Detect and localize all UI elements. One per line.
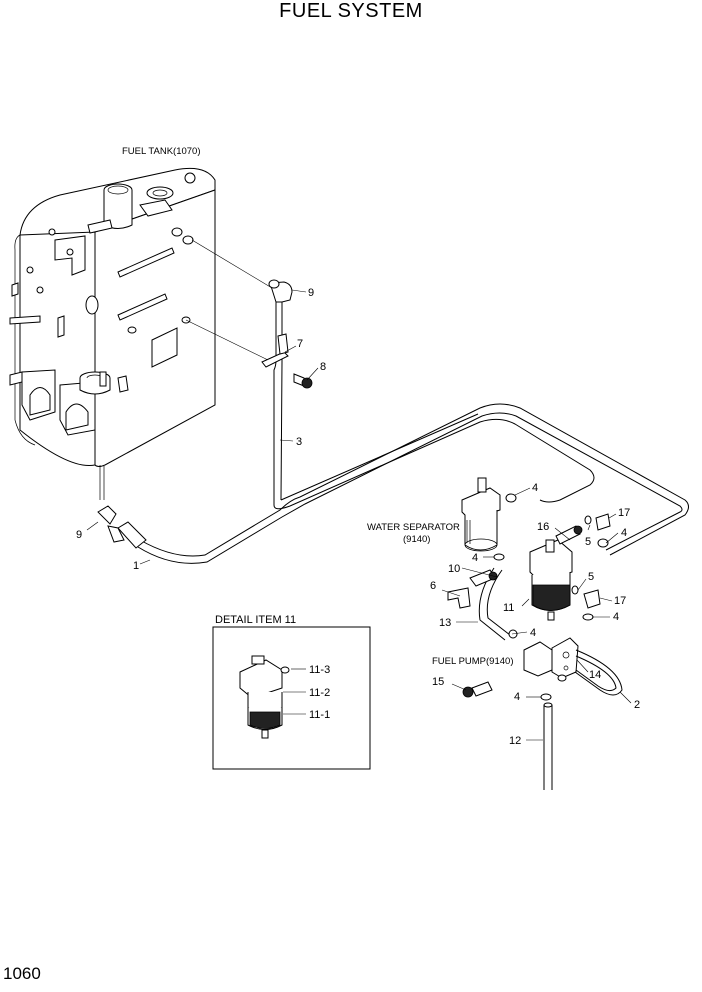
page-number: 1060 xyxy=(3,964,41,983)
callout-4-b: 4 xyxy=(472,552,478,564)
callout-1: 1 xyxy=(133,560,139,572)
callout-15: 15 xyxy=(432,676,444,688)
callout-4-d: 4 xyxy=(621,527,627,539)
fuel-pump xyxy=(462,637,623,701)
callout-8: 8 xyxy=(320,361,326,373)
fuel-pump-label: FUEL PUMP(9140) xyxy=(432,656,513,667)
callout-9-lower: 9 xyxy=(76,529,82,541)
fuel-lines xyxy=(97,403,689,564)
water-separator-ref-label: (9140) xyxy=(403,534,430,545)
detail-filter xyxy=(239,655,290,739)
callout-9-upper: 9 xyxy=(308,287,314,299)
callout-10: 10 xyxy=(448,563,460,575)
callout-5-b: 5 xyxy=(588,571,594,583)
callout-4-e: 4 xyxy=(613,611,619,623)
callout-3: 3 xyxy=(296,436,302,448)
callout-11: 11 xyxy=(503,602,514,614)
water-separator xyxy=(461,477,517,561)
hose-and-filter xyxy=(447,513,611,641)
leader-lines xyxy=(86,289,632,741)
callout-16: 16 xyxy=(537,521,549,533)
callout-2: 2 xyxy=(634,699,640,711)
page-title: FUEL SYSTEM xyxy=(279,0,423,22)
callout-13: 13 xyxy=(439,617,451,629)
callout-6: 6 xyxy=(430,580,436,592)
pipe-12 xyxy=(543,702,553,790)
callout-4-f: 4 xyxy=(514,691,520,703)
return-pipe xyxy=(261,279,313,505)
detail-label-11-1: 11-1 xyxy=(309,709,330,721)
fuel-tank xyxy=(9,167,216,500)
fuel-tank-label: FUEL TANK(1070) xyxy=(122,146,201,157)
callout-17-a: 17 xyxy=(618,507,630,519)
water-separator-label: WATER SEPARATOR xyxy=(367,522,460,533)
callout-5-a: 5 xyxy=(585,536,591,548)
callout-4-c: 4 xyxy=(530,627,536,639)
detail-label-11-2: 11-2 xyxy=(309,687,330,699)
callout-4-a: 4 xyxy=(532,482,538,494)
callout-14: 14 xyxy=(589,669,601,681)
callout-12: 12 xyxy=(509,735,521,747)
detail-item-11-box xyxy=(212,626,371,770)
callout-7: 7 xyxy=(297,338,303,350)
detail-title: DETAIL ITEM 11 xyxy=(215,614,296,626)
callout-17-b: 17 xyxy=(614,595,626,607)
detail-label-11-3: 11-3 xyxy=(309,664,330,676)
